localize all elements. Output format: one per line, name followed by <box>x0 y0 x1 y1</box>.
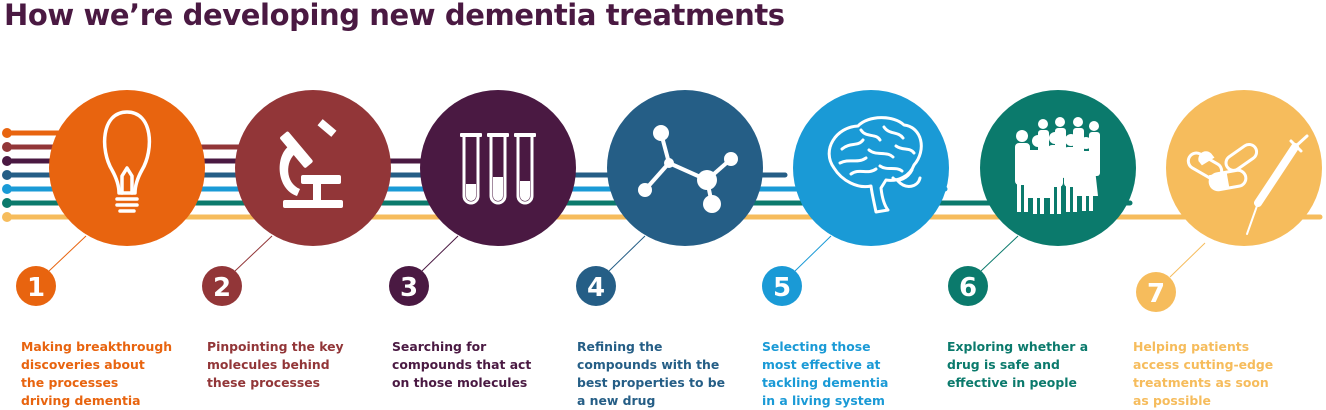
step-7: 7 <box>1136 90 1322 312</box>
people-icon <box>1015 117 1100 214</box>
step-2-number-badge <box>202 266 242 306</box>
pipeline-line-start-dot-7 <box>2 212 12 222</box>
step-6: 6 <box>948 90 1136 306</box>
light-bulb-icon <box>102 110 152 213</box>
step-1-number-badge <box>16 266 56 306</box>
pipeline-line-start-dot-2 <box>2 142 12 152</box>
step-3-caption: Searching for compounds that act on thos… <box>392 339 532 390</box>
step-2-caption: Pinpointing the key molecules behind the… <box>207 339 344 390</box>
step-7-caption: Helping patients access cutting-edge tre… <box>1133 339 1274 408</box>
pipeline-line-start-dot-1 <box>2 128 12 138</box>
step-4-number-badge <box>576 266 616 306</box>
molecule-icon <box>638 125 738 213</box>
step-5-caption: Selecting those most effective at tackli… <box>762 339 889 408</box>
pipeline-line-start-dot-5 <box>2 184 12 194</box>
pipeline-line-start-dot-3 <box>2 156 12 166</box>
microscope-icon <box>279 119 343 208</box>
step-4-caption: Refining the compounds with the best pro… <box>577 339 726 408</box>
step-4-connector <box>608 235 646 272</box>
step-2-connector <box>234 235 273 272</box>
step-7-number-badge <box>1136 272 1176 312</box>
pipeline-line-start-dot-6 <box>2 198 12 208</box>
step-3-circle <box>420 90 576 246</box>
step-5-circle <box>793 90 949 246</box>
step-3-number: 3 <box>400 273 418 303</box>
step-6-caption: Exploring whether a drug is safe and eff… <box>947 339 1089 390</box>
step-6-number-badge <box>948 266 988 306</box>
step-1-connector <box>48 235 87 272</box>
step-5: 5 <box>762 90 949 306</box>
step-4-number: 4 <box>587 273 605 303</box>
page-title: How we’re developing new dementia treatm… <box>4 0 785 32</box>
step-5-number-badge <box>762 266 802 306</box>
step-connectors <box>48 235 1206 278</box>
step-6-connector <box>980 235 1019 272</box>
step-2-number: 2 <box>213 273 231 303</box>
step-7-connector <box>1169 242 1206 278</box>
step-3-number-badge <box>389 266 429 306</box>
step-5-connector <box>794 235 832 272</box>
step-7-number: 7 <box>1147 279 1165 309</box>
step-4: 4 <box>576 90 763 306</box>
step-7-circle <box>1166 90 1322 246</box>
pipeline-line-start-dot-4 <box>2 170 12 180</box>
step-2-circle <box>235 90 391 246</box>
step-1-number: 1 <box>27 273 45 303</box>
step-3-connector <box>421 235 459 272</box>
step-5-number: 5 <box>773 273 791 303</box>
test-tubes-icon <box>460 133 536 205</box>
step-6-number: 6 <box>959 273 977 303</box>
step-2: 2 <box>202 90 391 306</box>
pills-syringe-icon <box>1186 134 1309 235</box>
step-1: 1 <box>16 90 205 306</box>
brain-icon <box>827 116 923 214</box>
step-1-caption: Making breakthrough discoveries about th… <box>21 339 173 408</box>
step-3: 3 <box>389 90 576 306</box>
